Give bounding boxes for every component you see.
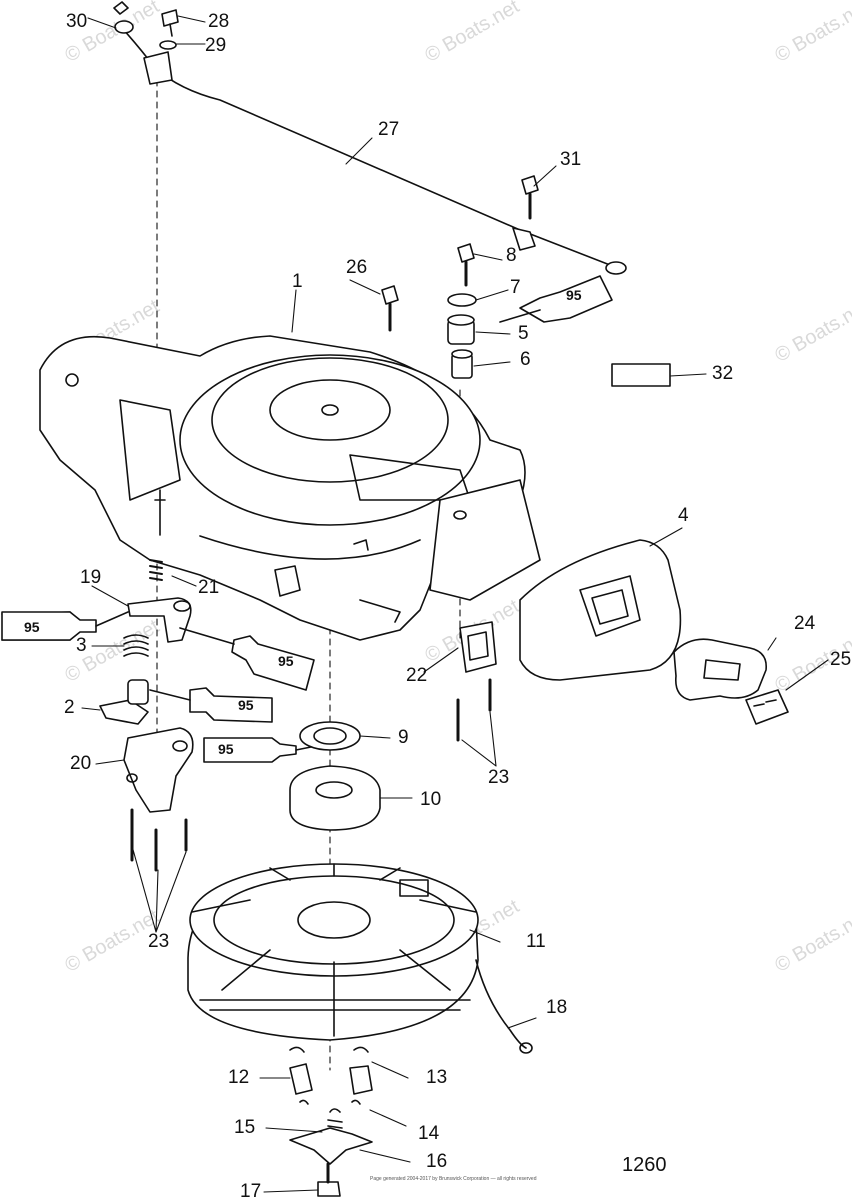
rewind-housing-part bbox=[39, 335, 541, 641]
grease-tube-icon bbox=[519, 275, 613, 323]
screw-part bbox=[317, 1162, 341, 1197]
link-rod-part bbox=[114, 20, 627, 275]
spring-part bbox=[123, 634, 149, 657]
callout-3: 3 bbox=[76, 635, 87, 656]
callout-14: 14 bbox=[418, 1123, 440, 1144]
grease-tube-label: 95 bbox=[218, 741, 234, 757]
bracket-part bbox=[123, 727, 194, 813]
callout-31: 31 bbox=[560, 149, 582, 170]
callout-17: 17 bbox=[240, 1181, 262, 1202]
fine-print: Page generated 2004-2017 by Brunswick Co… bbox=[370, 1176, 537, 1182]
callout-28: 28 bbox=[208, 11, 230, 32]
grease-tube-label: 95 bbox=[278, 653, 294, 669]
callout-2: 2 bbox=[64, 697, 75, 718]
grease-tube-label: 95 bbox=[238, 697, 254, 713]
callout-7: 7 bbox=[510, 277, 521, 298]
leader-line bbox=[95, 309, 541, 751]
bushing-part bbox=[447, 314, 475, 345]
callout-26: 26 bbox=[346, 257, 368, 278]
decal-part bbox=[611, 363, 671, 387]
callout-22: 22 bbox=[406, 665, 428, 686]
bolt-part bbox=[521, 175, 539, 220]
bolt-part bbox=[457, 243, 475, 287]
lever-part bbox=[99, 679, 149, 725]
grommet-part bbox=[459, 621, 497, 673]
callout-11: 11 bbox=[526, 931, 546, 952]
callout-27: 27 bbox=[378, 119, 400, 140]
spring-part bbox=[149, 559, 163, 581]
bushing-part bbox=[451, 349, 473, 379]
retainer-plate-part bbox=[299, 721, 361, 751]
callout-8: 8 bbox=[506, 245, 517, 266]
screw-part bbox=[161, 9, 179, 37]
washer-part bbox=[159, 40, 177, 50]
callout-4: 4 bbox=[678, 505, 689, 526]
starter-cover-part bbox=[519, 539, 682, 681]
grease-tube-icon bbox=[1, 611, 97, 641]
clip-part bbox=[113, 1, 129, 15]
callout-30: 30 bbox=[66, 11, 88, 32]
washer-part bbox=[447, 293, 477, 307]
callout-10: 10 bbox=[420, 789, 442, 810]
retainer-part bbox=[289, 1127, 373, 1165]
starter-rope-part bbox=[475, 959, 527, 1049]
figure-number: 1260 bbox=[622, 1154, 667, 1176]
callout-5: 5 bbox=[518, 323, 529, 344]
callout-29: 29 bbox=[205, 35, 227, 56]
grease-tube-label: 95 bbox=[24, 619, 40, 635]
callout-19: 19 bbox=[80, 567, 102, 588]
pawl-spring-part bbox=[289, 1046, 369, 1053]
callout-6: 6 bbox=[520, 349, 531, 370]
spring-part bbox=[327, 1119, 343, 1129]
rewind-spring-part bbox=[289, 765, 381, 831]
pawl-part bbox=[289, 1063, 313, 1095]
grease-tube-icon bbox=[203, 737, 297, 763]
screw-part bbox=[130, 678, 492, 872]
grease-tube-icon bbox=[189, 687, 273, 723]
pulley-part bbox=[187, 863, 479, 1041]
grease-tube-icon bbox=[231, 635, 315, 691]
handle-insert-part bbox=[745, 689, 789, 725]
pawl-part bbox=[349, 1065, 373, 1095]
screw-part bbox=[381, 285, 399, 332]
clip-part bbox=[299, 1099, 361, 1113]
lock-lever-part bbox=[127, 597, 192, 643]
callout-1: 1 bbox=[292, 271, 303, 292]
callout-12: 12 bbox=[228, 1067, 250, 1088]
callout-21: 21 bbox=[198, 577, 220, 598]
callout-25: 25 bbox=[830, 649, 852, 670]
grease-tube-label: 95 bbox=[566, 287, 582, 303]
callout-9: 9 bbox=[398, 727, 409, 748]
callout-16: 16 bbox=[426, 1151, 448, 1172]
callout-32: 32 bbox=[712, 363, 734, 384]
callout-18: 18 bbox=[546, 997, 568, 1018]
callout-20: 20 bbox=[70, 753, 92, 774]
callout-24: 24 bbox=[794, 613, 816, 634]
callout-23: 23 bbox=[488, 767, 510, 788]
callout-15: 15 bbox=[234, 1117, 256, 1138]
starter-rope-part bbox=[519, 1042, 533, 1054]
starter-handle-part bbox=[673, 638, 767, 701]
callout-23: 23 bbox=[148, 931, 170, 952]
callout-13: 13 bbox=[426, 1067, 448, 1088]
